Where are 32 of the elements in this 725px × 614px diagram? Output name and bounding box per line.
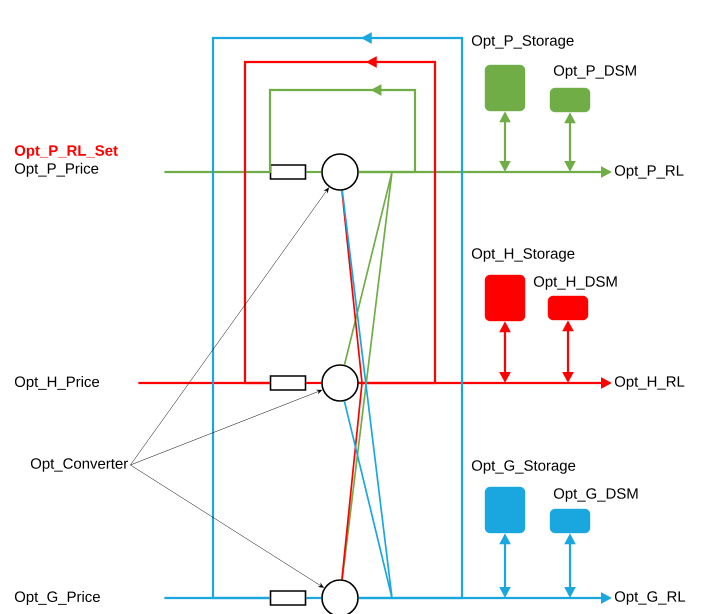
converter-box	[270, 164, 306, 180]
flow-line	[164, 170, 270, 174]
coupling-line	[344, 401, 394, 599]
coupling-line	[341, 382, 363, 580]
leader-line	[130, 390, 322, 466]
converter-circle	[321, 153, 359, 191]
node-label: Opt_H_Storage	[472, 248, 574, 262]
node-label: Opt_G_Storage	[472, 460, 576, 474]
node-label: Opt_P_Storage	[472, 35, 574, 49]
output-label: Opt_G_RL	[614, 591, 686, 605]
coupling-line	[344, 171, 394, 365]
flow-line	[306, 170, 322, 174]
output-label: Opt_P_RL	[614, 165, 684, 179]
dsm-box: Opt_G_DSM	[550, 488, 638, 534]
node-label: Opt_G_DSM	[554, 488, 638, 502]
coupling-line	[341, 190, 363, 384]
input-label: Opt_H_Price	[14, 376, 100, 390]
input-label: Opt_G_Price	[14, 591, 100, 605]
dsm-box: Opt_H_DSM	[534, 276, 617, 320]
node-label: Opt_P_DSM	[554, 65, 636, 79]
flow-line	[306, 382, 322, 384]
converter-box	[270, 590, 306, 606]
dsm-box: Opt_P_DSM	[550, 65, 636, 112]
converter-label: Opt_Converter	[30, 458, 128, 472]
converter-circle	[321, 364, 359, 402]
node-label: Opt_H_DSM	[534, 276, 617, 290]
output-label: Opt_H_RL	[614, 376, 684, 390]
leader-line	[130, 464, 324, 588]
leader-line	[130, 188, 329, 466]
input-label: Opt_P_RL_Set Opt_P_Price	[14, 145, 118, 177]
converter-box	[270, 375, 306, 391]
flow-line	[306, 596, 322, 600]
